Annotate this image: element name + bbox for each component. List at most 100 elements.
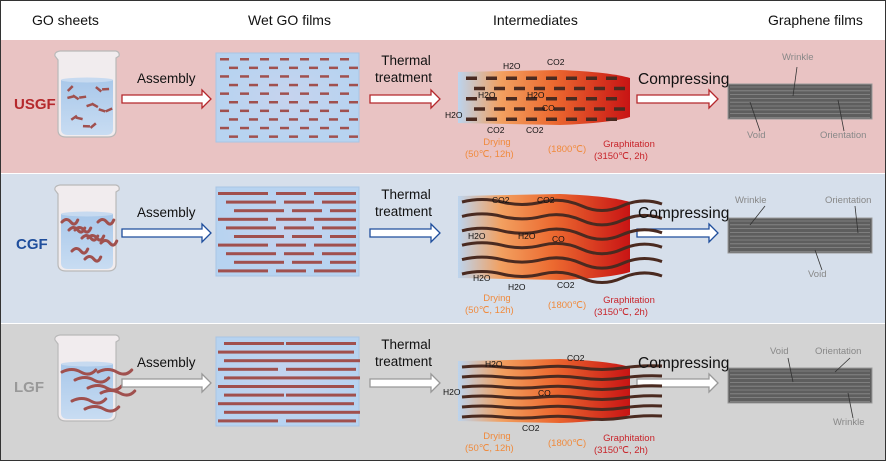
gas-label-co2: CO2 bbox=[522, 423, 540, 433]
go-sheet bbox=[292, 235, 322, 238]
defect-label-void: Void bbox=[770, 346, 789, 357]
go-sheet bbox=[226, 252, 276, 256]
go-sheet bbox=[269, 135, 278, 138]
go-sheet bbox=[320, 109, 329, 113]
gas-label-co2: CO2 bbox=[557, 280, 575, 290]
go-sheet bbox=[320, 92, 329, 95]
assembly-label: Assembly bbox=[137, 71, 196, 86]
defect-label-orientation: Orientation bbox=[815, 346, 862, 357]
graphene-film bbox=[727, 217, 873, 254]
carbon-sheet bbox=[566, 117, 577, 121]
defect-pointer bbox=[749, 101, 761, 132]
carbon-sheet bbox=[486, 76, 497, 80]
go-sheet bbox=[340, 109, 349, 113]
gas-label-h2o: H2O bbox=[485, 359, 503, 369]
go-sheet bbox=[269, 118, 278, 121]
go-sheet bbox=[67, 95, 75, 100]
carbon-sheet bbox=[461, 226, 663, 241]
go-sheet bbox=[340, 126, 349, 130]
go-sheet bbox=[60, 368, 98, 376]
row-label-usgf: USGF bbox=[14, 96, 56, 113]
go-sheet bbox=[218, 402, 354, 406]
compressing-label: Compressing bbox=[638, 205, 730, 222]
go-sheet bbox=[349, 135, 358, 138]
carbon-sheet bbox=[606, 97, 617, 101]
go-sheet bbox=[349, 66, 358, 70]
go-sheet bbox=[269, 66, 278, 70]
gas-label-co2: CO2 bbox=[567, 353, 585, 363]
carbon-sheet bbox=[474, 107, 485, 111]
go-sheet bbox=[300, 126, 309, 130]
defect-label-orientation: Orientation bbox=[825, 195, 872, 206]
go-sheet bbox=[260, 58, 269, 61]
go-sheet bbox=[98, 108, 106, 113]
defect-pointer bbox=[834, 357, 851, 373]
carbon-sheet bbox=[586, 76, 597, 80]
go-sheet bbox=[309, 135, 318, 138]
intermediate-film bbox=[458, 359, 663, 423]
defect-pointer bbox=[837, 99, 845, 132]
go-sheet bbox=[75, 116, 83, 121]
go-sheet bbox=[340, 75, 349, 78]
intermediate-film bbox=[458, 70, 630, 125]
go-sheet bbox=[82, 124, 90, 128]
defect-label-wrinkle: Wrinkle bbox=[782, 52, 814, 63]
go-sheet bbox=[99, 389, 137, 397]
carbon-sheet bbox=[614, 86, 625, 91]
go-sheet bbox=[322, 200, 356, 204]
go-sheet bbox=[70, 247, 90, 255]
drying-condition: (50℃, 12h) bbox=[465, 149, 514, 160]
go-sheet bbox=[284, 226, 314, 230]
go-sheet bbox=[249, 118, 258, 121]
go-sheet bbox=[286, 342, 356, 345]
carbon-sheet bbox=[586, 117, 597, 121]
go-sheet bbox=[60, 218, 80, 226]
defect-pointer bbox=[792, 66, 798, 97]
go-sheet bbox=[95, 86, 103, 93]
go-sheet bbox=[73, 376, 111, 384]
go-sheet bbox=[224, 410, 360, 414]
go-sheet bbox=[220, 126, 229, 130]
go-sheet bbox=[314, 217, 356, 221]
defect-label-void: Void bbox=[747, 130, 766, 141]
drying-label: Drying bbox=[483, 137, 511, 148]
go-sheet bbox=[224, 376, 360, 380]
go-sheet bbox=[89, 122, 97, 129]
go-sheet bbox=[218, 419, 278, 423]
carbon-sheet bbox=[614, 107, 625, 111]
carbon-sheet bbox=[486, 117, 497, 121]
go-sheet bbox=[229, 135, 238, 138]
gas-label-co2: CO2 bbox=[547, 57, 565, 67]
header-wet-go-films: Wet GO films bbox=[248, 12, 331, 28]
carbon-sheet bbox=[526, 117, 537, 121]
compressing-label: Compressing bbox=[638, 355, 730, 372]
go-sheet bbox=[96, 218, 116, 226]
drying-condition: (50℃, 12h) bbox=[465, 305, 514, 316]
go-sheet bbox=[329, 101, 338, 104]
go-sheet bbox=[284, 252, 314, 256]
go-sheet bbox=[99, 239, 119, 247]
gas-label-co: CO bbox=[538, 388, 551, 398]
carbon-sheet bbox=[586, 97, 597, 101]
thermal-arrow bbox=[369, 88, 441, 110]
go-sheet bbox=[300, 75, 309, 78]
go-sheet bbox=[284, 200, 314, 204]
go-sheet bbox=[240, 109, 249, 113]
go-sheet bbox=[234, 235, 284, 238]
carbon-sheet bbox=[514, 86, 525, 91]
assembly-arrow bbox=[121, 222, 212, 244]
drying-condition: (50℃, 12h) bbox=[465, 443, 514, 454]
carbon-sheet bbox=[461, 241, 663, 256]
thermal-label: Thermal bbox=[381, 53, 431, 68]
go-sheet bbox=[269, 101, 278, 104]
carbon-sheet bbox=[534, 107, 545, 111]
gas-label-h2o: H2O bbox=[518, 231, 536, 241]
go-sheet bbox=[70, 114, 78, 121]
compress-arrow bbox=[636, 88, 719, 110]
go-sheet bbox=[300, 58, 309, 61]
carbon-sheet bbox=[474, 86, 485, 91]
carbon-sheet bbox=[574, 86, 585, 91]
carbon-sheet bbox=[606, 117, 617, 121]
gas-label-co: CO bbox=[552, 234, 565, 244]
go-sheet bbox=[289, 118, 298, 121]
